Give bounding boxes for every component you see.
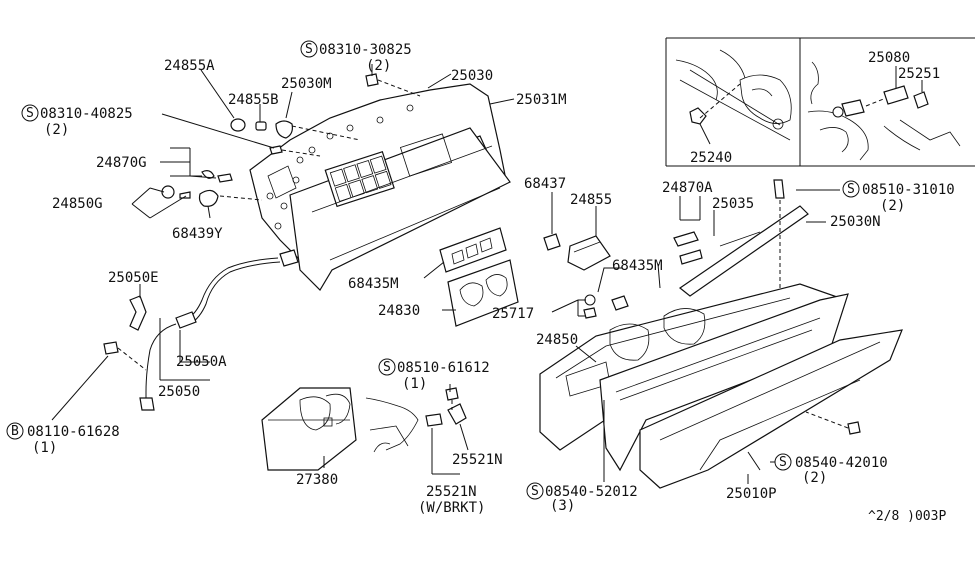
label-68437: 68437 <box>524 176 566 192</box>
label-24830: 24830 <box>378 303 420 319</box>
inset-right-drawing <box>807 61 961 161</box>
label-08540-42010: 08540-42010 <box>795 455 888 471</box>
label-27380: 27380 <box>296 472 338 488</box>
label-25035: 25035 <box>712 196 754 212</box>
label-24850g: 24850G <box>52 196 103 212</box>
label-25717: 25717 <box>492 306 534 322</box>
lower-left-drawing <box>261 384 469 475</box>
label-25030m: 25030M <box>281 76 332 92</box>
label-08110-61628: 08110-61628 <box>27 424 120 440</box>
label-24850: 24850 <box>536 332 578 348</box>
label-24855b: 24855B <box>228 92 279 108</box>
label-24855: 24855 <box>570 192 612 208</box>
label-25050a: 25050A <box>176 354 227 370</box>
label-08310-40825: 08310-40825 <box>40 106 133 122</box>
label-25010p: 25010P <box>726 486 777 502</box>
marker-circles <box>6 40 860 500</box>
label-08310-40825-qty: (2) <box>44 122 69 138</box>
label-08540-42010-qty: (2) <box>802 470 827 486</box>
label-08310-30825-qty: (2) <box>366 58 391 74</box>
label-24870g: 24870G <box>96 155 147 171</box>
label-08510-31010: 08510-31010 <box>862 182 955 198</box>
inset-frame <box>665 37 975 167</box>
label-68439y: 68439Y <box>172 226 223 242</box>
inset-left-drawing <box>675 49 792 145</box>
label-08310-30825: 08310-30825 <box>319 42 412 58</box>
label-25521n-right: 25521N <box>452 452 503 468</box>
label-25050e: 25050E <box>108 270 159 286</box>
label-25050: 25050 <box>158 384 200 400</box>
bolt-marker-icon: B <box>11 424 19 439</box>
screw-marker-icon: S <box>779 455 787 470</box>
label-25521n-bottom: 25521N <box>426 484 477 500</box>
label-25031m: 25031M <box>516 92 567 108</box>
label-68435m-left: 68435M <box>348 276 399 292</box>
cable-drawing <box>51 249 299 421</box>
screw-marker-icon: S <box>26 106 34 121</box>
label-25251: 25251 <box>898 66 940 82</box>
screw-marker-icon: S <box>847 182 855 197</box>
label-08110-61628-qty: (1) <box>32 440 57 456</box>
screw-marker-icon: S <box>383 360 391 375</box>
label-25030: 25030 <box>451 68 493 84</box>
upper-cluster-drawing <box>131 64 515 291</box>
center-parts-drawing <box>543 192 629 319</box>
label-24855a: 24855A <box>164 58 215 74</box>
label-08510-61612: 08510-61612 <box>397 360 490 376</box>
label-25030n: 25030N <box>830 214 881 230</box>
label-25080: 25080 <box>868 50 910 66</box>
label-68435m-right: 68435M <box>612 258 663 274</box>
diagram-reference-code: ^2/8 )003P <box>868 509 946 524</box>
label-08510-61612-qty: (1) <box>402 376 427 392</box>
label-w-brkt: (W/BRKT) <box>418 500 485 516</box>
label-08540-52012-qty: (3) <box>550 498 575 514</box>
label-24870a: 24870A <box>662 180 713 196</box>
printed-circuit-drawing <box>423 227 519 327</box>
label-08510-31010-qty: (2) <box>880 198 905 214</box>
screw-marker-icon: S <box>305 42 313 57</box>
label-25240: 25240 <box>690 150 732 166</box>
screw-marker-icon: S <box>531 484 539 499</box>
lower-cluster-drawing <box>539 179 903 489</box>
label-08540-52012: 08540-52012 <box>545 484 638 500</box>
